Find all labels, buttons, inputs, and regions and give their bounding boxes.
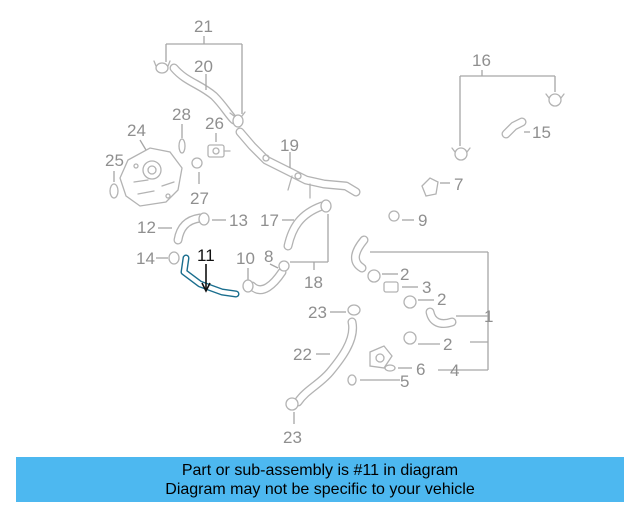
part-13-clamp: 13	[198, 211, 248, 230]
part-23-clamp-upper: 23	[308, 303, 361, 322]
callout-13: 13	[229, 211, 248, 230]
callout-4: 4	[450, 361, 459, 380]
callout-17: 17	[260, 211, 279, 230]
callout-3: 3	[422, 278, 431, 297]
callout-26: 26	[205, 114, 224, 133]
part-15-hose: 15	[501, 117, 551, 142]
callout-23a: 23	[308, 303, 327, 322]
callout-16: 16	[472, 51, 491, 70]
callout-21-group: 21	[165, 17, 243, 114]
part-20-hose: 20	[169, 57, 239, 125]
info-banner: Part or sub-assembly is #11 in diagram D…	[16, 457, 624, 502]
clamp-21a-icon	[153, 60, 171, 74]
callout-18: 18	[304, 273, 323, 292]
part-27-washer: 27	[190, 157, 209, 208]
cooling-hose-parts-diagram: 21 20 28 26 27 24	[105, 17, 565, 447]
callout-2b: 2	[437, 290, 446, 309]
callout-2a: 2	[400, 265, 409, 284]
callout-15: 15	[532, 123, 551, 142]
callout-5: 5	[400, 372, 409, 391]
part-7-fitting: 7	[421, 175, 463, 197]
callout-10: 10	[236, 249, 255, 268]
part-10-hose: 10	[236, 249, 287, 295]
part-16-clamp-b	[451, 147, 471, 161]
callout-8: 8	[264, 247, 273, 266]
part-11-pipe-highlighted: 11	[180, 246, 240, 298]
callout-7: 7	[454, 175, 463, 194]
callout-1: 1	[484, 307, 493, 326]
callout-18-bracket: 18	[290, 214, 329, 292]
part-9-clamp: 9	[388, 210, 427, 230]
callout-19: 19	[280, 136, 299, 155]
part-23-clamp-lower: 23	[283, 397, 302, 447]
callout-6: 6	[416, 360, 425, 379]
part-25-oring: 25	[105, 151, 124, 199]
part-12-hose: 12	[137, 213, 205, 245]
callout-24: 24	[127, 121, 146, 140]
callout-25: 25	[105, 151, 124, 170]
callout-23b: 23	[283, 428, 302, 447]
callout-27: 27	[190, 189, 209, 208]
part-14-clamp: 14	[136, 249, 180, 268]
callout-22: 22	[293, 345, 312, 364]
part-4-5-6-flange: 6 5 4	[347, 341, 488, 391]
callout-14: 14	[136, 249, 155, 268]
callout-16-bracket: 16	[459, 51, 556, 146]
clamp-21b-icon	[229, 111, 246, 128]
part-19-coolant-pipe: 19	[235, 127, 361, 199]
part-3-fitting: 3	[383, 278, 431, 297]
part-26-sensor: 26	[205, 114, 231, 158]
callout-9: 9	[418, 211, 427, 230]
callout-28: 28	[172, 105, 191, 124]
part-24-housing: 24	[119, 121, 183, 207]
callout-2c: 2	[443, 335, 452, 354]
banner-line-disclaimer: Diagram may not be specific to your vehi…	[165, 481, 475, 498]
part-8-clamp: 8	[264, 247, 290, 272]
callout-21: 21	[194, 17, 213, 36]
callout-12: 12	[137, 218, 156, 237]
callout-11: 11	[197, 246, 215, 265]
part-17-hose: 17	[260, 199, 332, 251]
part-2-clamps: 2 2 2	[367, 265, 452, 354]
part-22-hose: 22	[293, 317, 358, 407]
part-1-hoses: 1	[351, 235, 493, 370]
callout-20: 20	[194, 57, 213, 76]
part-16-clamp-a	[545, 93, 565, 107]
banner-line-part: Part or sub-assembly is #11 in diagram	[181, 462, 459, 479]
part-28-oring: 28	[172, 105, 191, 154]
